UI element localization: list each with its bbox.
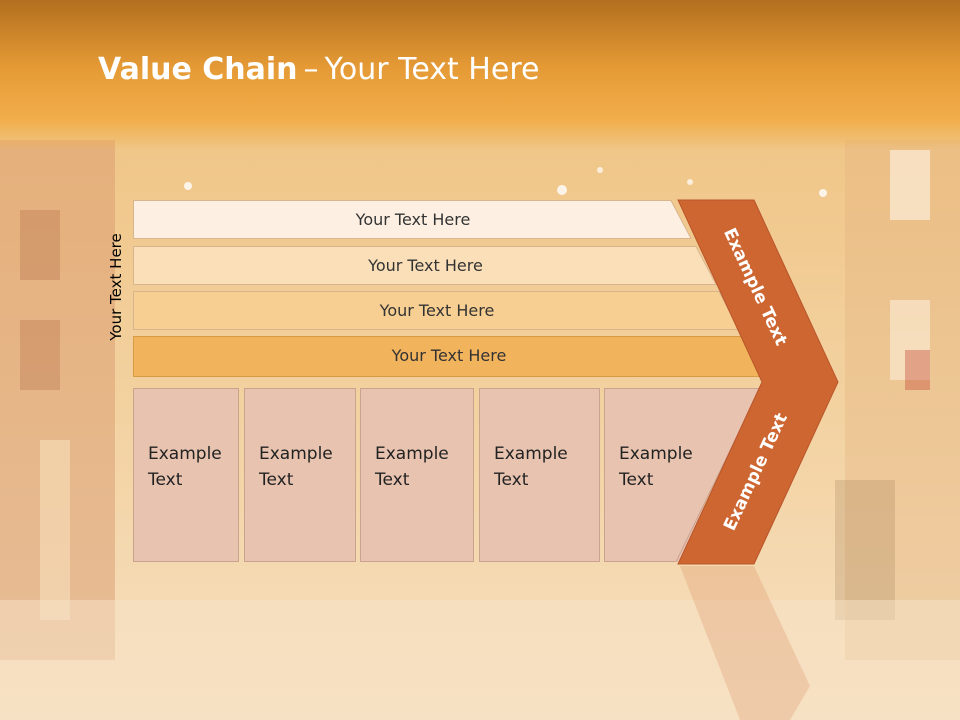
title-rest: Your Text Here (324, 52, 540, 87)
value-row-2-shape (133, 246, 717, 285)
example-box-4-line1: Example (494, 444, 568, 464)
example-box-1: Example Text (133, 388, 239, 562)
example-box-3-line2: Text (375, 470, 410, 490)
example-box-1-line2: Text (148, 470, 183, 490)
title-dash: – (303, 52, 319, 87)
side-label: Your Text Here (107, 233, 125, 341)
value-row-2-label: Your Text Here (368, 255, 483, 275)
value-row-3: Your Text Here (133, 291, 741, 330)
value-row-2: Your Text Here (133, 246, 718, 285)
value-row-1-shape (133, 200, 692, 239)
example-box-4-line2: Text (494, 470, 529, 490)
value-chain-arrow (677, 199, 839, 565)
example-box-1-line1: Example (148, 444, 222, 464)
value-row-4-label: Your Text Here (391, 345, 507, 365)
value-row-1: Your Text Here (133, 200, 693, 239)
example-box-3-line1: Example (375, 444, 449, 464)
example-box-4: Example Text (479, 388, 600, 562)
slide-title: Value Chain–Your Text Here (98, 52, 539, 87)
example-box-5: Example Text (604, 388, 704, 562)
example-box-3: Example Text (360, 388, 474, 562)
example-box-5-line1: Example (619, 444, 693, 464)
value-row-4: Your Text Here (133, 336, 765, 377)
value-row-3-label: Your Text Here (379, 300, 495, 320)
value-row-1-label: Your Text Here (355, 209, 471, 229)
example-box-2: Example Text (244, 388, 356, 562)
example-box-2-line1: Example (259, 444, 333, 464)
value-chain-arrow-reflection (680, 566, 810, 720)
example-box-5-line2: Text (619, 470, 654, 490)
example-box-2-line2: Text (259, 470, 294, 490)
title-bold: Value Chain (98, 52, 298, 87)
title-band (0, 0, 960, 150)
